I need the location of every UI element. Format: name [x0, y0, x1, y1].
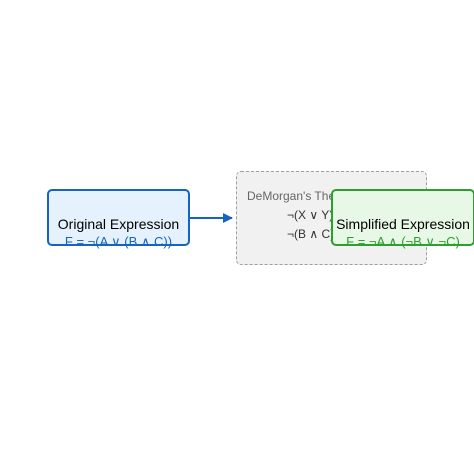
node-original-expression: Original Expression F = ¬(A ∨ (B ∧ C)) [47, 189, 190, 249]
simplified-expression-formula: F = ¬A ∧ (¬B ∨ ¬C) [346, 234, 460, 249]
original-expression-title: Original Expression [57, 216, 180, 232]
node-simplified-expression: Simplified Expression F = ¬A ∧ (¬B ∨ ¬C) [331, 189, 474, 249]
original-expression-formula: F = ¬(A ∨ (B ∧ C)) [64, 234, 173, 249]
simplified-expression-title: Simplified Expression [336, 216, 470, 232]
